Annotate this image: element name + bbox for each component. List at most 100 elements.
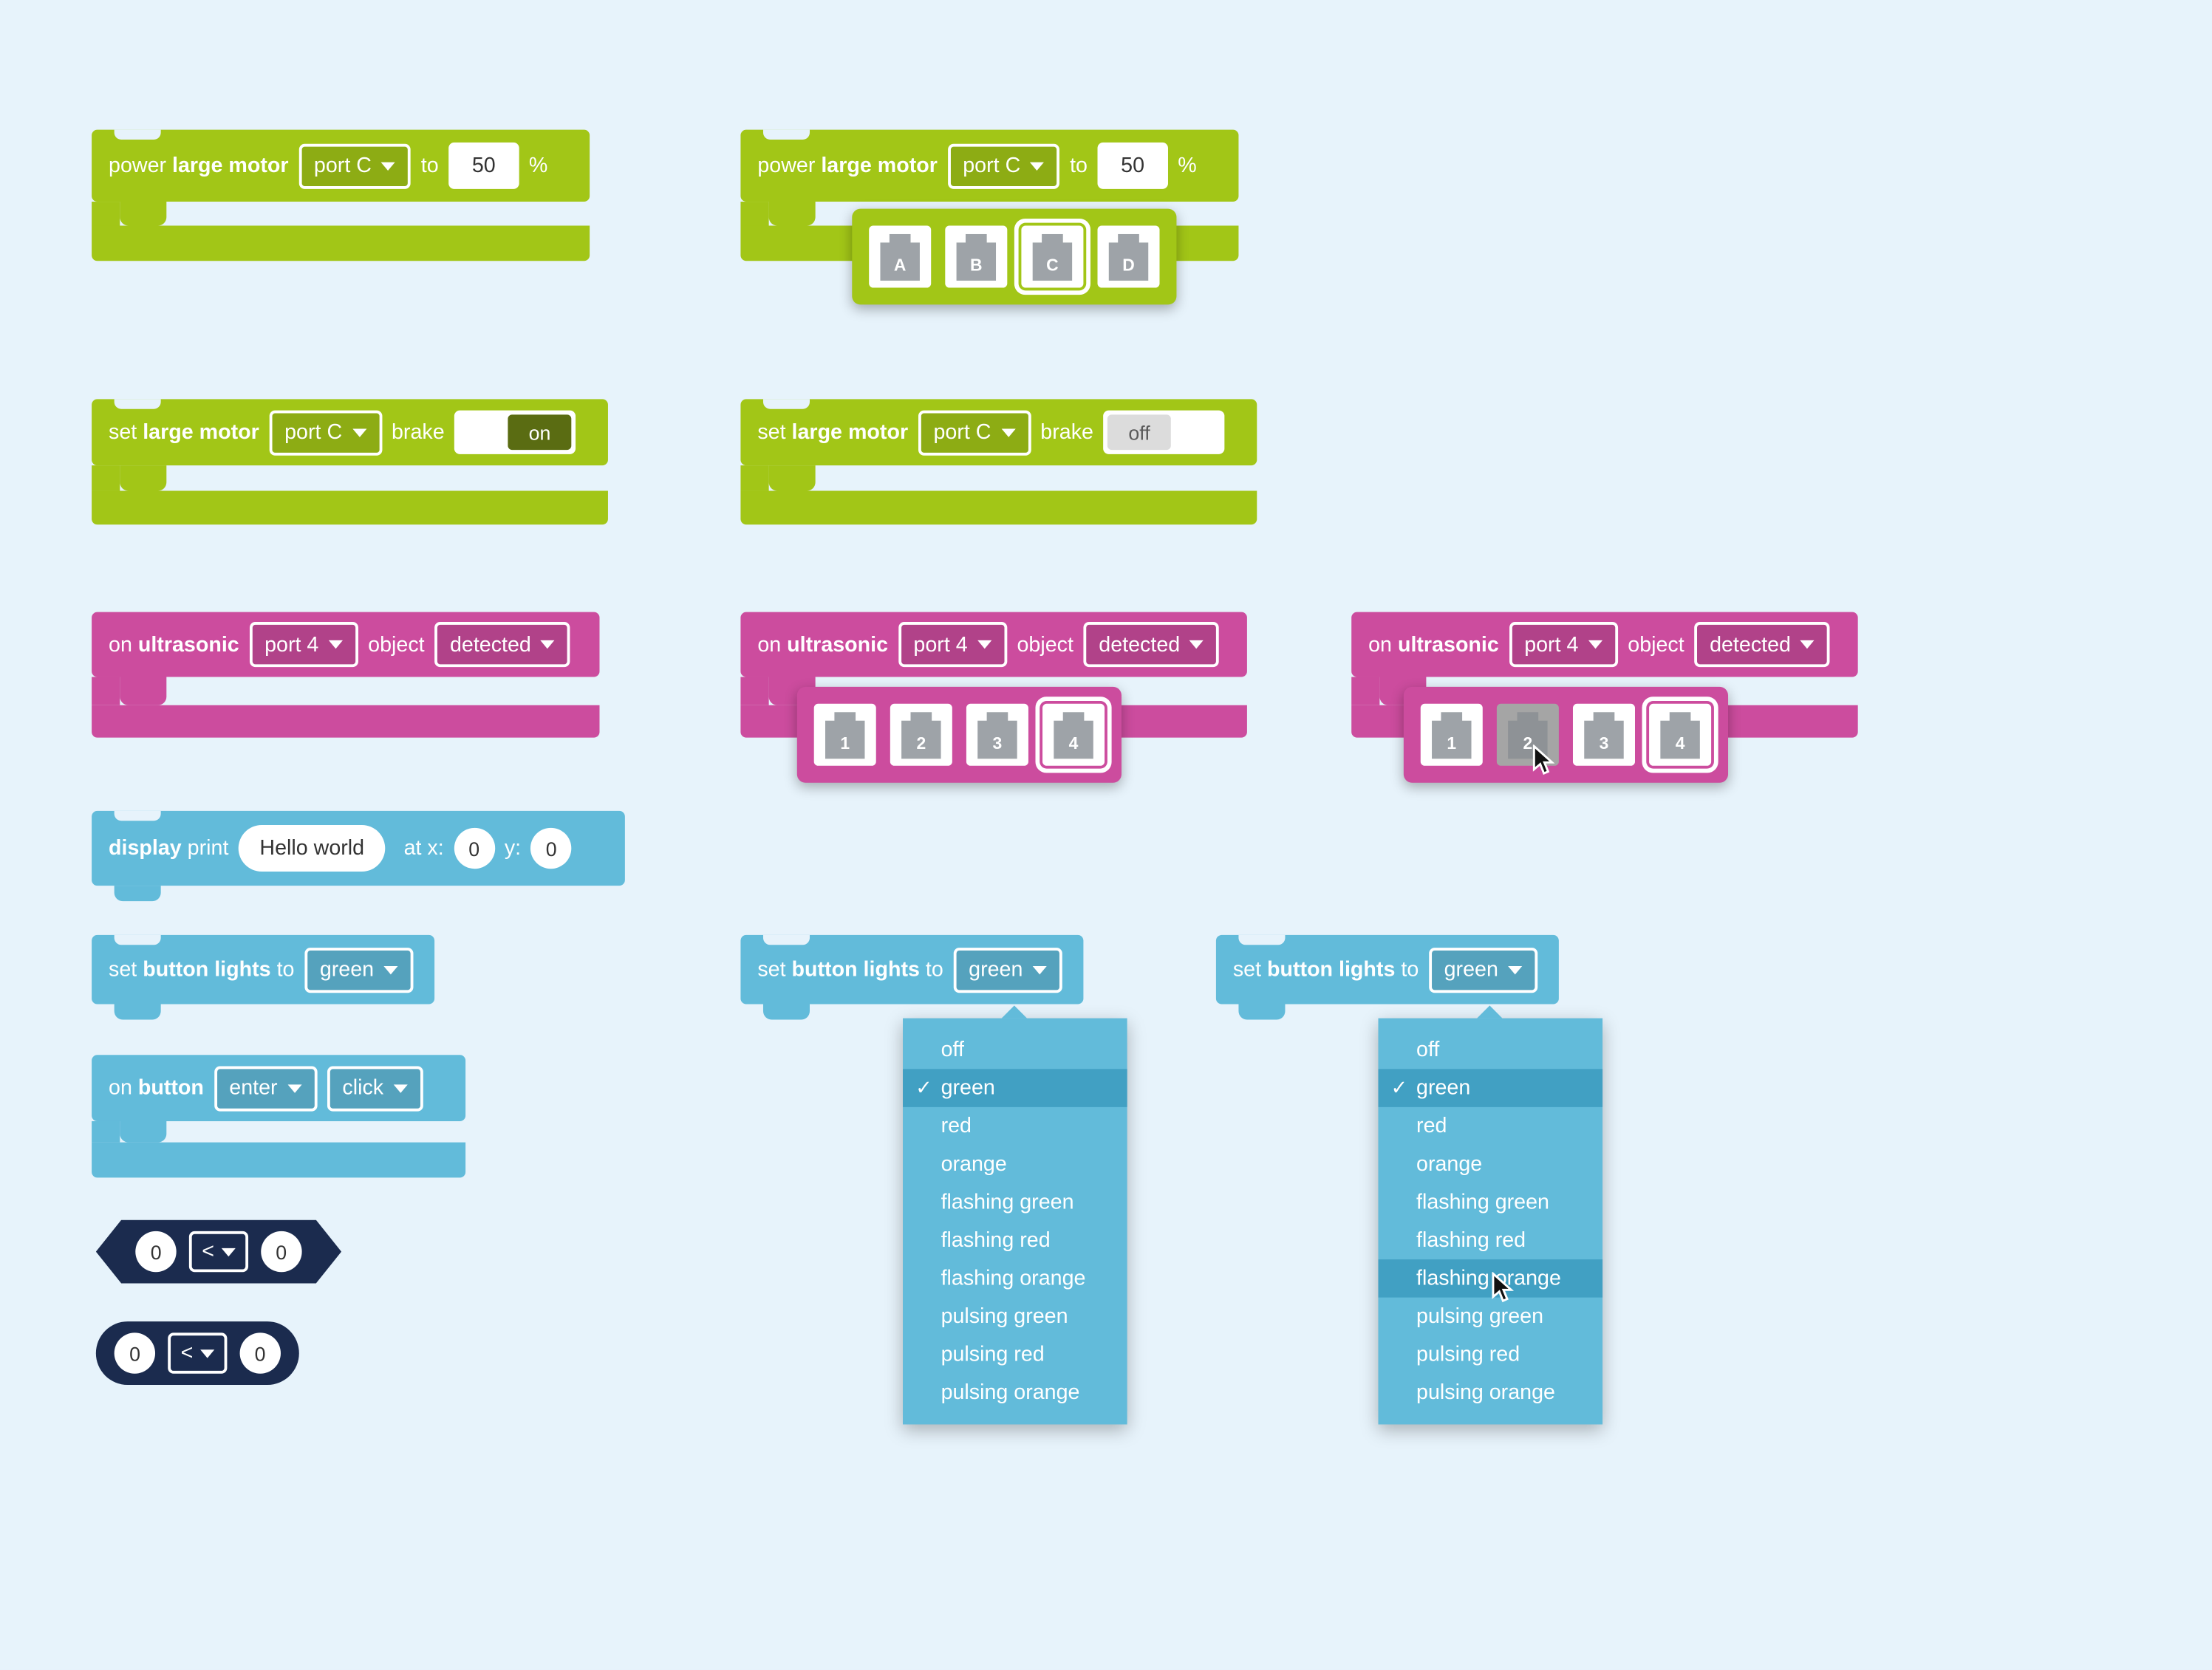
on-button-block[interactable]: on button enter click <box>92 1055 466 1178</box>
menu-item-pulsing-green[interactable]: pulsing green <box>1416 1304 1544 1329</box>
port-option-4-selected[interactable]: 4 <box>1042 703 1105 766</box>
comparison-rounded-block[interactable]: 0 < 0 <box>95 1321 299 1386</box>
port-option-2-hovered[interactable]: 2 <box>1496 703 1559 766</box>
left-operand-input[interactable]: 0 <box>136 1231 177 1272</box>
chevron-down-icon <box>352 428 366 437</box>
menu-item-pulsing-orange[interactable]: pulsing orange <box>941 1380 1080 1405</box>
left-operand-input[interactable]: 0 <box>114 1332 156 1374</box>
event-dropdown[interactable]: click <box>327 1065 423 1111</box>
block-label: set button lights to <box>1232 957 1419 982</box>
menu-item-pulsing-red[interactable]: pulsing red <box>1416 1342 1520 1367</box>
menu-item-red[interactable]: red <box>1416 1114 1447 1138</box>
power-large-motor-block[interactable]: power large motor port C to 50 % A B C D <box>740 129 1239 305</box>
connector-icon: 1 <box>825 711 865 759</box>
menu-item-red[interactable]: red <box>941 1114 972 1138</box>
statement-nub <box>768 202 816 226</box>
on-ultrasonic-block[interactable]: on ultrasonic port 4 object detected <box>92 612 600 738</box>
block-header: on ultrasonic port 4 object detected <box>740 612 1247 677</box>
block-inner-gap <box>92 202 590 226</box>
operator-dropdown[interactable]: < <box>189 1231 248 1272</box>
connector-icon: 3 <box>1584 711 1624 759</box>
menu-item-flashing-red[interactable]: flashing red <box>1416 1228 1526 1253</box>
chevron-down-icon <box>393 1084 408 1092</box>
set-large-motor-brake-block[interactable]: set large motor port C brake off <box>740 399 1257 525</box>
block-footer <box>92 1142 466 1178</box>
menu-item-off[interactable]: off <box>941 1038 964 1062</box>
sensor-port-dropdown[interactable]: port 4 <box>1509 622 1618 668</box>
menu-item-flashing-red[interactable]: flashing red <box>941 1228 1051 1253</box>
port-option-d[interactable]: D <box>1097 225 1160 288</box>
to-label: to <box>420 154 439 178</box>
comparison-hexagon-block[interactable]: 0 < 0 <box>96 1220 341 1284</box>
menu-item-green-selected[interactable]: ✓green <box>1378 1069 1603 1107</box>
on-ultrasonic-block[interactable]: on ultrasonic port 4 object detected 1 2… <box>1351 612 1858 783</box>
power-large-motor-block[interactable]: power large motor port C to 50 % <box>92 129 590 261</box>
menu-item-green-selected[interactable]: ✓green <box>903 1069 1127 1107</box>
color-dropdown-menu: off ✓green red orange flashing green fla… <box>903 1005 1127 1425</box>
statement-nub <box>768 465 816 491</box>
block-inner-gap <box>92 677 599 705</box>
color-dropdown[interactable]: green <box>304 947 414 993</box>
block-label: power large motor <box>109 154 289 178</box>
chevron-down-icon <box>541 640 556 649</box>
y-value-input[interactable]: 0 <box>530 827 572 869</box>
port-option-c-selected[interactable]: C <box>1021 225 1084 288</box>
statement-nub <box>120 1120 167 1143</box>
set-large-motor-brake-block[interactable]: set large motor port C brake on <box>92 399 608 525</box>
set-button-lights-block[interactable]: set button lights to green <box>1215 934 1559 1020</box>
detected-dropdown[interactable]: detected <box>434 622 571 668</box>
port-option-2[interactable]: 2 <box>890 703 952 766</box>
menu-item-pulsing-green[interactable]: pulsing green <box>941 1304 1068 1329</box>
set-button-lights-block[interactable]: set button lights to green <box>92 934 435 1020</box>
sensor-port-dropdown[interactable]: port 4 <box>898 622 1008 668</box>
port-dropdown[interactable]: port C <box>269 409 382 455</box>
detected-dropdown[interactable]: detected <box>1694 622 1831 668</box>
button-dropdown[interactable]: enter <box>214 1065 318 1111</box>
menu-item-orange[interactable]: orange <box>941 1151 1007 1177</box>
brake-toggle-on[interactable]: on <box>454 410 576 454</box>
brake-toggle-off[interactable]: off <box>1103 410 1225 454</box>
display-print-block[interactable]: display print Hello world at x: 0 y: 0 <box>92 810 625 902</box>
object-label: object <box>1628 632 1684 657</box>
port-dropdown[interactable]: port C <box>918 409 1031 455</box>
color-dropdown[interactable]: green <box>1428 947 1538 993</box>
right-operand-input[interactable]: 0 <box>261 1231 301 1272</box>
menu-item-flashing-green[interactable]: flashing green <box>1416 1190 1549 1214</box>
menu-item-flashing-orange[interactable]: flashing orange <box>941 1266 1086 1291</box>
menu-item-flashing-green[interactable]: flashing green <box>941 1190 1074 1214</box>
port-dropdown[interactable]: port C <box>298 143 412 188</box>
chevron-down-icon <box>328 640 343 649</box>
top-notch <box>762 399 810 409</box>
set-button-lights-block[interactable]: set button lights to green <box>740 934 1084 1020</box>
port-option-4-selected[interactable]: 4 <box>1649 703 1712 766</box>
port-dropdown[interactable]: port C <box>947 143 1060 188</box>
connector-icon: A <box>880 233 920 281</box>
menu-item-pulsing-red[interactable]: pulsing red <box>941 1342 1045 1367</box>
right-operand-input[interactable]: 0 <box>239 1332 281 1374</box>
color-dropdown[interactable]: green <box>953 947 1062 993</box>
percent-label: % <box>1178 154 1197 178</box>
sensor-port-dropdown[interactable]: port 4 <box>249 622 358 668</box>
x-value-input[interactable]: 0 <box>454 827 495 869</box>
port-option-3[interactable]: 3 <box>1572 703 1635 766</box>
power-value-input[interactable]: 50 <box>448 142 519 189</box>
port-option-1[interactable]: 1 <box>813 703 876 766</box>
print-text-input[interactable]: Hello world <box>238 824 386 872</box>
operator-dropdown[interactable]: < <box>168 1332 228 1374</box>
port-option-1[interactable]: 1 <box>1420 703 1483 766</box>
block-label: on ultrasonic <box>1368 632 1499 657</box>
menu-item-flashing-orange-hovered[interactable]: flashing orange <box>1378 1259 1603 1298</box>
port-option-a[interactable]: A <box>869 225 932 288</box>
menu-item-pulsing-orange[interactable]: pulsing orange <box>1416 1380 1555 1405</box>
block-header: set large motor port C brake on <box>92 399 608 466</box>
menu-item-off[interactable]: off <box>1416 1038 1440 1062</box>
on-ultrasonic-block[interactable]: on ultrasonic port 4 object detected 1 2… <box>740 612 1247 783</box>
power-value-input[interactable]: 50 <box>1097 142 1168 189</box>
port-option-3[interactable]: 3 <box>966 703 1028 766</box>
detected-dropdown[interactable]: detected <box>1083 622 1220 668</box>
menu-item-orange[interactable]: orange <box>1416 1151 1483 1177</box>
connector-icon: B <box>956 233 997 281</box>
port-option-b[interactable]: B <box>945 225 1008 288</box>
chevron-down-icon <box>1189 640 1204 649</box>
block-header: set large motor port C brake off <box>740 399 1257 466</box>
